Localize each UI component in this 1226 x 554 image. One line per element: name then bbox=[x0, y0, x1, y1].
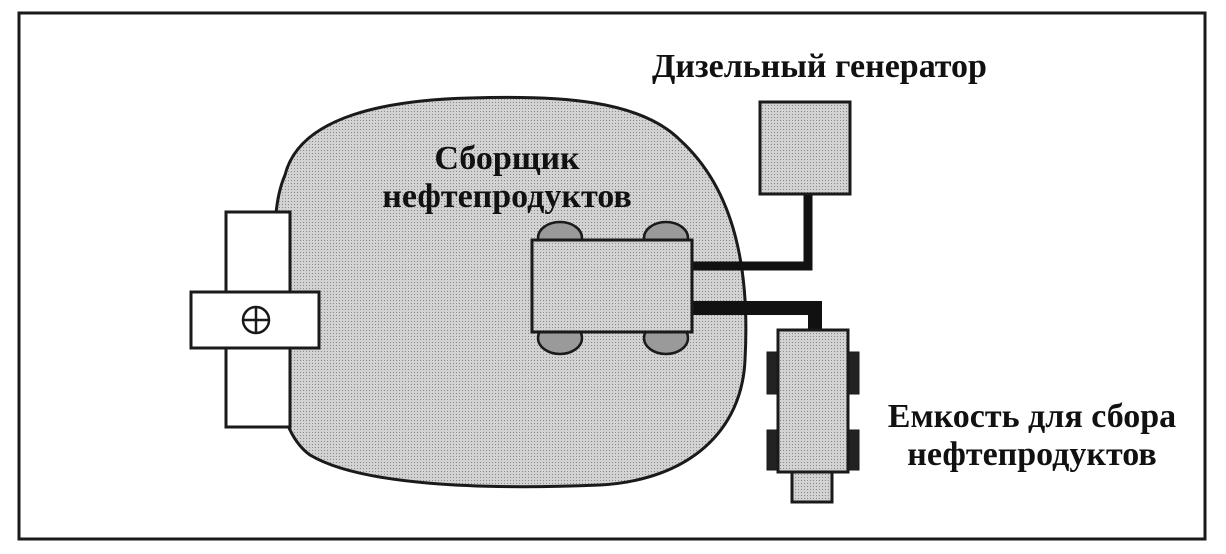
collection-tank-label-line1: Емкость для сбора bbox=[887, 398, 1177, 435]
collection-tank-label: Емкость для сбора нефтепродуктов bbox=[868, 398, 1196, 474]
skimmer-body bbox=[530, 238, 694, 334]
oil-collector-label-line1: Сборщик bbox=[434, 140, 580, 177]
collection-tank-label-line2: нефтепродуктов bbox=[907, 436, 1157, 473]
anchor-cross-icon bbox=[241, 305, 271, 335]
tank-tow-bar bbox=[790, 468, 834, 504]
diesel-generator-label: Дизельный генератор bbox=[652, 48, 987, 85]
collection-tank-body bbox=[776, 328, 850, 474]
oil-collector-label: Сборщик нефтепродуктов bbox=[352, 140, 662, 216]
oil-collector-label-line2: нефтепродуктов bbox=[382, 178, 632, 215]
pipes bbox=[692, 194, 822, 330]
diesel-generator-box bbox=[758, 100, 852, 196]
